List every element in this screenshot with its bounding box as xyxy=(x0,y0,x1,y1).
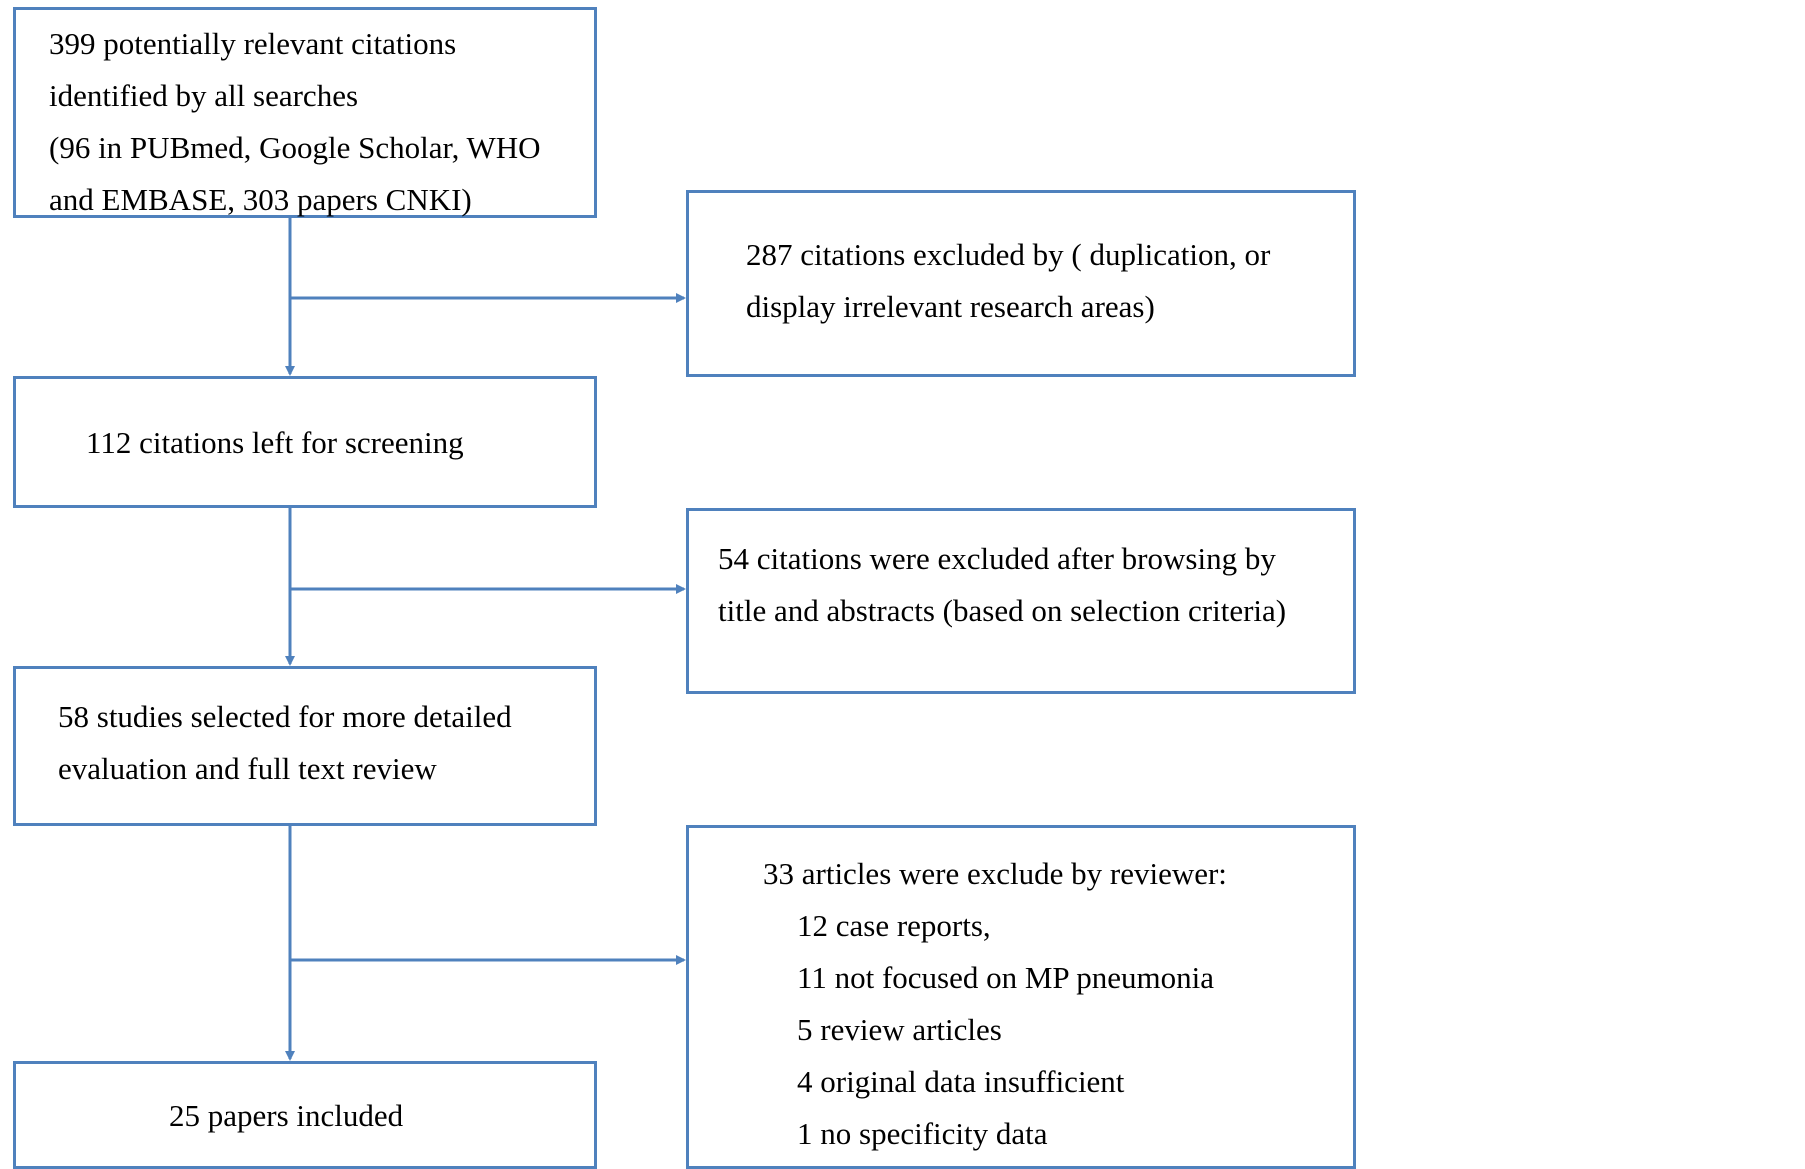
box-text-line: title and abstracts (based on selection … xyxy=(718,593,1287,628)
box-text-line: evaluation and full text review xyxy=(58,751,437,786)
box-text-line: display irrelevant research areas) xyxy=(746,289,1155,324)
box-text-line: 112 citations left for screening xyxy=(86,425,464,460)
box-text-line: 54 citations were excluded after browsin… xyxy=(718,541,1276,576)
exclusion-heading: 33 articles were exclude by reviewer: xyxy=(763,856,1227,891)
screening-box: 112 citations left for screening xyxy=(13,376,597,508)
detailed-evaluation-box: 58 studies selected for more detailed ev… xyxy=(13,666,597,826)
exclusion-reason: 5 review articles xyxy=(797,1012,1002,1047)
exclusion-box-reviewer: 33 articles were exclude by reviewer: 12… xyxy=(686,825,1356,1169)
exclusion-reason: 11 not focused on MP pneumonia xyxy=(797,960,1215,995)
box-text-line: 25 papers included xyxy=(169,1098,404,1133)
exclusion-reason: 12 case reports, xyxy=(797,908,991,943)
exclusion-reason: 4 original data insufficient xyxy=(797,1064,1125,1099)
included-papers-box: 25 papers included xyxy=(13,1061,597,1169)
exclusion-reason: 1 no specificity data xyxy=(797,1116,1048,1151)
box-text-line: (96 in PUBmed, Google Scholar, WHO xyxy=(49,130,541,165)
box-text-line: 399 potentially relevant citations xyxy=(49,26,457,61)
box-text-line: 58 studies selected for more detailed xyxy=(58,699,512,734)
box-text-line: identified by all searches xyxy=(49,78,359,113)
identified-citations-box: 399 potentially relevant citations ident… xyxy=(13,7,597,218)
box-text-line: 287 citations excluded by ( duplication,… xyxy=(746,237,1271,272)
exclusion-box-title-abstract: 54 citations were excluded after browsin… xyxy=(686,508,1356,694)
box-text-line: and EMBASE, 303 papers CNKI) xyxy=(49,182,472,217)
exclusion-box-duplicates: 287 citations excluded by ( duplication,… xyxy=(686,190,1356,377)
